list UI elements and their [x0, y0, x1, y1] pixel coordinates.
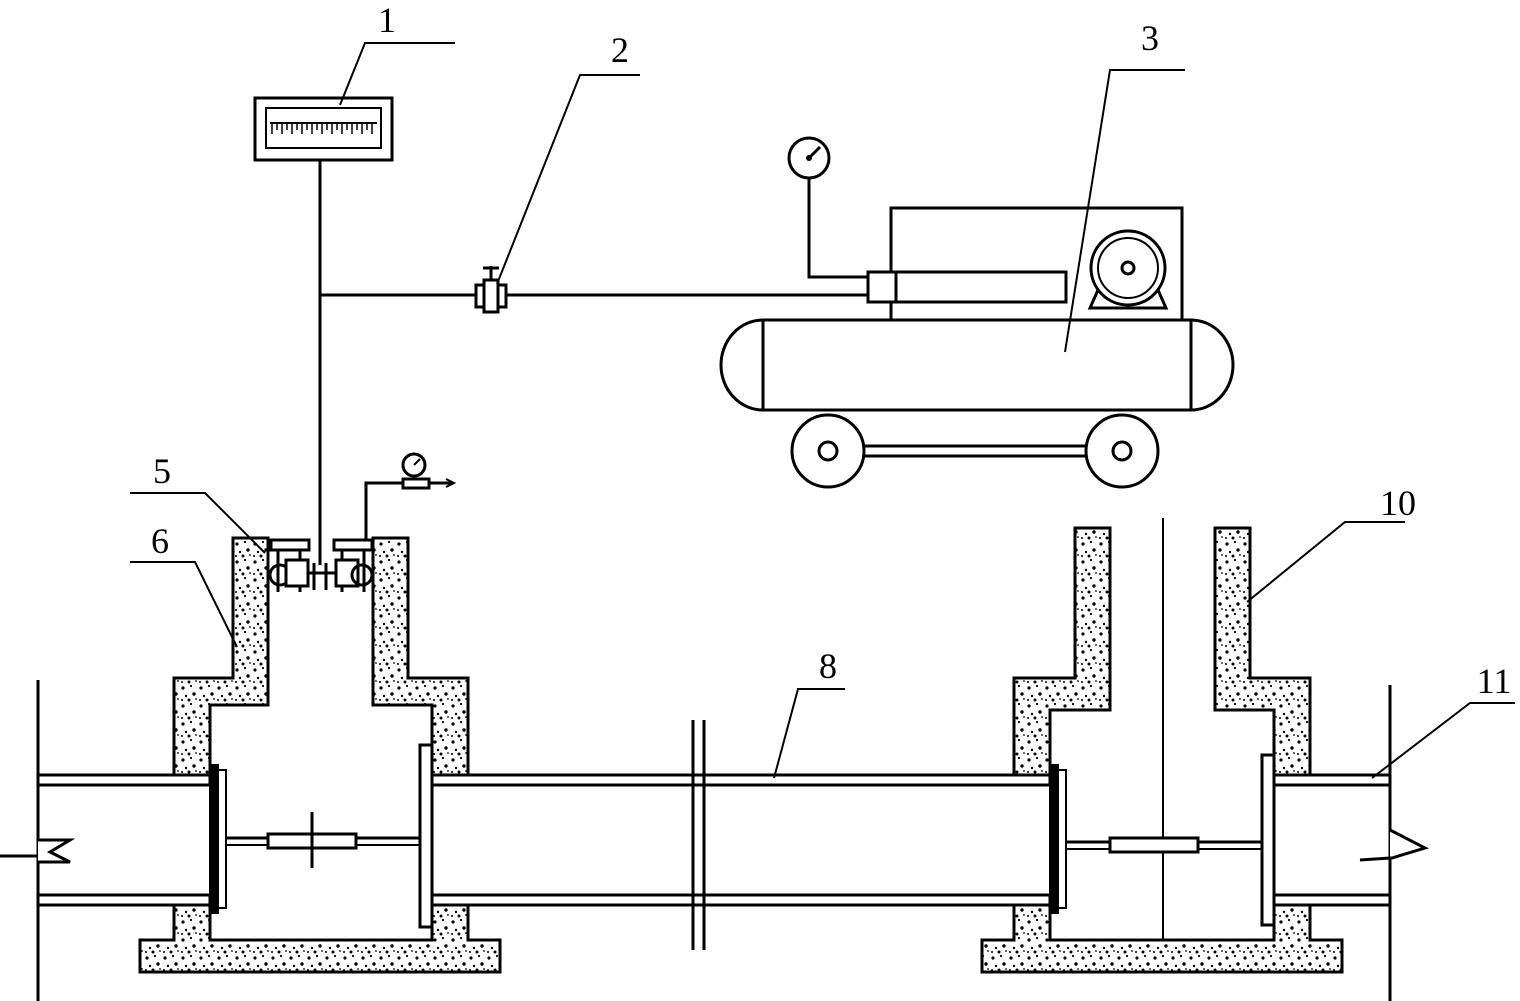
- flywheel-icon: [1089, 229, 1167, 307]
- air-compressor: [719, 136, 1235, 489]
- label-compressor: 3: [1141, 18, 1159, 58]
- manhole-gauge-icon: [401, 452, 427, 478]
- label-plug-valve: 5: [153, 451, 171, 491]
- pressure-recorder: [253, 96, 394, 162]
- label-downstream-well: 10: [1380, 483, 1416, 523]
- label-recorder: 1: [378, 0, 396, 40]
- label-downstream-pipe: 11: [1477, 661, 1512, 701]
- plug-valve-assembly: [268, 452, 457, 592]
- label-valve: 2: [611, 30, 629, 70]
- right-manhole: [980, 518, 1344, 974]
- label-test-pipe: 8: [819, 646, 837, 686]
- right-pipe-plug: [1049, 753, 1276, 927]
- left-manhole: [138, 536, 502, 974]
- wheel-icon: [790, 413, 866, 489]
- test-pipe: [430, 773, 1052, 787]
- label-inspection-well: 6: [151, 521, 169, 561]
- air-tank: [719, 318, 1235, 412]
- leader-lines: [130, 42, 1515, 779]
- valve: [474, 266, 508, 314]
- left-pipe-plug: [209, 743, 434, 929]
- wheel-icon: [1084, 413, 1160, 489]
